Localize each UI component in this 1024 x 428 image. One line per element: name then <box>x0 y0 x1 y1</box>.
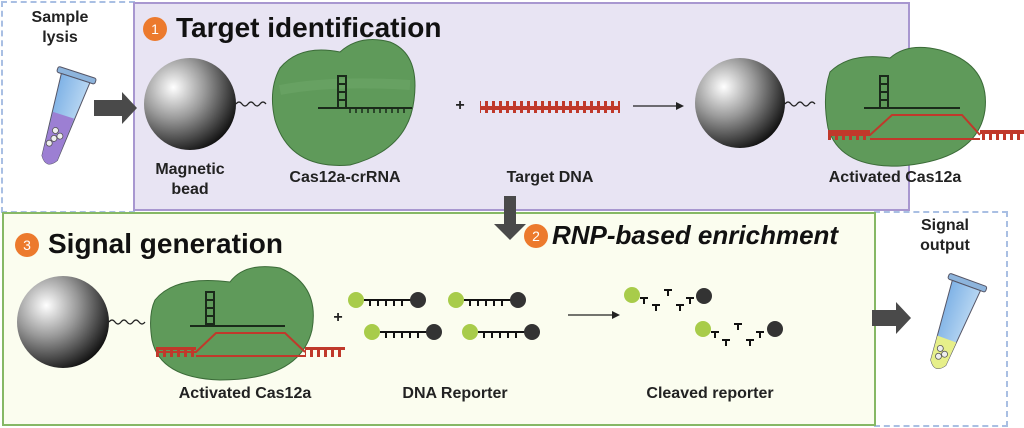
sample-lysis-line2: lysis <box>42 29 78 46</box>
dna-reporter-icon <box>348 292 540 340</box>
target-dna-label: Target DNA <box>506 169 594 186</box>
reaction-arrow-icon <box>676 102 684 110</box>
step-1-title: Target identification <box>176 12 442 43</box>
step-2-title: RNP-based enrichment <box>552 220 839 250</box>
cas12a-crrna-icon <box>271 39 416 166</box>
step-3-title: Signal generation <box>48 228 283 259</box>
arrow-lysis-to-target-icon <box>94 92 137 124</box>
step-1-badge: 1 <box>143 17 167 41</box>
cas12a-crrna-label: Cas12a-crRNA <box>289 169 401 186</box>
signal-output-tube-icon <box>930 273 988 370</box>
magnetic-bead-icon <box>144 58 236 150</box>
plus-sign-2: + <box>333 309 343 326</box>
signal-output-line1: Signal <box>920 217 969 234</box>
activated-cas12a-label-2: Activated Cas12a <box>178 385 312 402</box>
cleaved-reporter-label: Cleaved reporter <box>646 385 774 402</box>
signal-output-label: Signal output <box>905 216 985 256</box>
step-2-badge: 2 <box>524 224 548 248</box>
magnetic-bead-line1: Magnetic <box>155 161 225 178</box>
activated-cas12a-icon <box>824 46 1024 167</box>
sample-lysis-line1: Sample <box>31 9 89 26</box>
magnetic-bead-icon-2 <box>695 58 785 148</box>
magnetic-bead-icon-3 <box>17 276 109 368</box>
activated-cas12a-label-1: Activated Cas12a <box>828 169 962 186</box>
sample-lysis-label: Sample lysis <box>20 8 100 48</box>
activated-cas12a-icon-2 <box>150 266 345 381</box>
plus-sign-1: + <box>455 97 465 114</box>
signal-generation-panel <box>2 212 876 426</box>
cleaved-reporter-icon <box>624 287 783 346</box>
arrow-signal-to-output-icon <box>872 302 911 334</box>
sample-tube-icon <box>41 66 97 165</box>
magnetic-bead-label: Magnetic bead <box>135 160 245 200</box>
step-3-badge: 3 <box>15 233 39 257</box>
reaction-arrow-icon-2 <box>612 311 620 319</box>
dna-reporter-label: DNA Reporter <box>402 385 508 402</box>
signal-output-line2: output <box>920 237 970 254</box>
target-dna-icon <box>480 101 620 113</box>
arrow-down-enrichment-icon <box>494 196 526 240</box>
magnetic-bead-line2: bead <box>171 181 209 198</box>
